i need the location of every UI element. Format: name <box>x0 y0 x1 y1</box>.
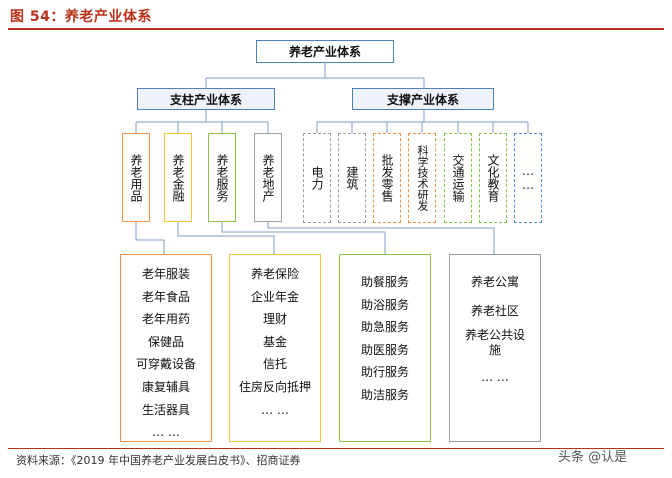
support-node-1: 电力 <box>303 133 331 223</box>
detail-item: 老年食品 <box>141 289 190 304</box>
pillar-node-3: 养老服务 <box>208 133 236 222</box>
detail-item: … … <box>261 402 289 417</box>
support-node-6: 文化教育 <box>479 133 507 223</box>
detail-item: 生活器具 <box>141 402 190 417</box>
pillar-node-4-label: 养老地产 <box>261 153 275 202</box>
branch-support: 支撑产业体系 <box>352 88 494 110</box>
pillar-node-3-label: 养老服务 <box>215 153 229 202</box>
connector-support <box>316 110 529 133</box>
detail-item: 企业年金 <box>250 289 299 304</box>
pillar-node-4: 养老地产 <box>254 133 282 222</box>
branch-pillar: 支柱产业体系 <box>137 88 275 110</box>
support-node-5-label: 交通运输 <box>451 154 465 202</box>
detail-item: 基金 <box>262 334 287 349</box>
branch-pillar-label: 支柱产业体系 <box>169 92 242 107</box>
detail-item: 老年服装 <box>141 267 190 281</box>
support-node-4-label: 科学技术研发 <box>416 145 429 211</box>
support-node-2: 建筑 <box>338 133 366 223</box>
connector-pillar <box>135 110 269 133</box>
detail-item: 助餐服务 <box>360 275 409 289</box>
detail-item: 养老公寓 <box>470 275 519 289</box>
detail-box-realestate: 养老公寓 养老社区 养老公共设施 … … <box>449 254 541 442</box>
support-node-3-label: 批发零售 <box>380 154 394 202</box>
root-label: 养老产业体系 <box>288 45 361 59</box>
source-note: 资料来源：《2019 年中国养老产业发展白皮书》、招商证券 <box>16 454 301 467</box>
detail-item: 助急服务 <box>360 320 409 335</box>
connector-detail-2 <box>177 222 275 254</box>
support-node-2-label: 建筑 <box>345 166 359 190</box>
root-node: 养老产业体系 <box>256 40 394 63</box>
connector-detail-4 <box>267 222 495 254</box>
connector-detail-3 <box>221 222 386 254</box>
support-node-7-label: …… <box>521 164 535 192</box>
detail-item: 信托 <box>262 357 287 372</box>
pillar-node-2: 养老金融 <box>164 133 192 222</box>
detail-box-finance: 养老保险 企业年金 理财 基金 信托 住房反向抵押 … … <box>229 254 321 442</box>
detail-box-services: 助餐服务 助浴服务 助急服务 助医服务 助行服务 助洁服务 <box>339 254 431 442</box>
support-node-1-label: 电力 <box>310 166 324 190</box>
source-rule <box>8 448 664 449</box>
branch-support-label: 支撑产业体系 <box>386 92 459 107</box>
detail-item: 理财 <box>262 312 287 327</box>
support-node-4: 科学技术研发 <box>408 133 436 223</box>
detail-item: 老年用药 <box>141 312 190 327</box>
detail-item: 助医服务 <box>360 342 409 357</box>
support-node-5: 交通运输 <box>444 133 472 223</box>
support-node-6-label: 文化教育 <box>486 154 500 202</box>
detail-item: 住房反向抵押 <box>238 379 311 394</box>
detail-item: 助浴服务 <box>360 297 409 312</box>
title-rule <box>8 28 664 30</box>
detail-item: 康复辅具 <box>141 379 190 394</box>
detail-item: 保健品 <box>147 334 184 349</box>
pillar-node-1: 养老用品 <box>122 133 150 222</box>
watermark: 头条 @认是 <box>558 450 628 465</box>
connector-root <box>205 63 425 89</box>
detail-item: 养老公共设施 <box>464 328 525 358</box>
pillar-node-2-label: 养老金融 <box>171 153 185 202</box>
support-node-3: 批发零售 <box>373 133 401 223</box>
figure-title: 图 54：养老产业体系 <box>10 9 152 25</box>
detail-item: … … <box>152 425 180 440</box>
support-node-7: …… <box>514 133 542 223</box>
detail-item: 助洁服务 <box>360 387 409 402</box>
pillar-node-1-label: 养老用品 <box>129 153 143 202</box>
detail-item: 助行服务 <box>360 365 409 380</box>
detail-item: 养老社区 <box>470 303 519 318</box>
detail-box-products: 老年服装 老年食品 老年用药 保健品 可穿戴设备 康复辅具 生活器具 … … <box>120 254 212 442</box>
detail-item: … … <box>481 370 509 385</box>
connector-detail-1 <box>135 222 165 254</box>
detail-item: 可穿戴设备 <box>135 357 196 372</box>
detail-item: 养老保险 <box>250 267 299 281</box>
